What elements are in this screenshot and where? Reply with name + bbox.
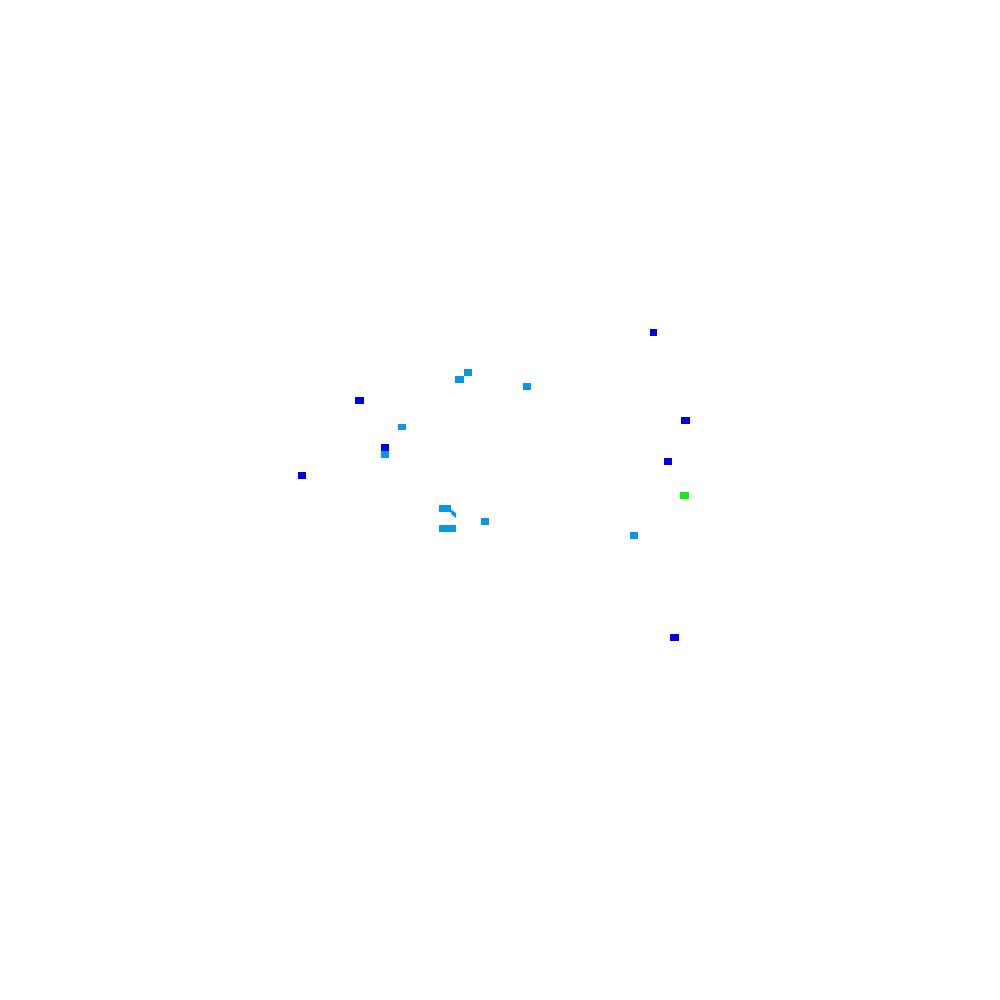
light-blue-marker-9: [439, 525, 456, 532]
light-blue-marker-6: [481, 518, 489, 525]
light-blue-marker-5: [381, 451, 389, 458]
light-blue-marker-8: [439, 505, 451, 512]
light-blue-marker-1: [464, 369, 472, 376]
dark-blue-marker-5: [664, 458, 672, 465]
dark-blue-marker-4: [298, 472, 306, 479]
green-marker-1: [680, 492, 689, 499]
dark-blue-marker-7: [670, 634, 679, 641]
light-blue-marker-7: [630, 532, 638, 539]
light-blue-marker-3: [523, 383, 531, 390]
light-blue-hook-mark: [448, 507, 456, 518]
light-blue-marker-2: [455, 376, 464, 383]
dark-blue-marker-2: [355, 397, 364, 404]
dark-blue-marker-1: [650, 329, 657, 336]
dark-blue-marker-3: [381, 444, 389, 451]
light-blue-marker-4: [398, 424, 406, 430]
dark-blue-marker-6: [681, 417, 690, 424]
